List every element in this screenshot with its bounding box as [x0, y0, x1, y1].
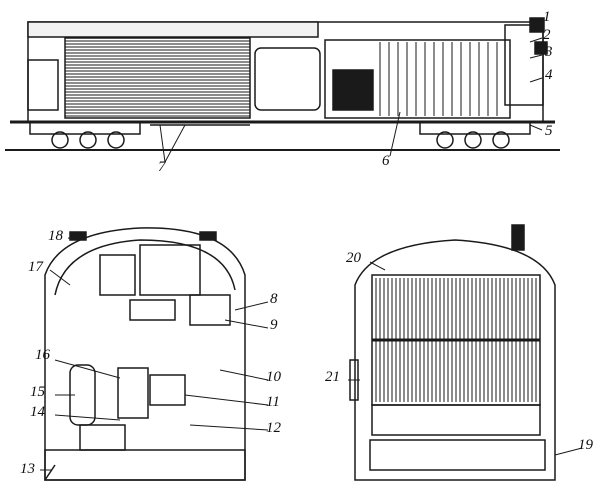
callout-20: 20	[346, 250, 361, 266]
cab-section-right	[349, 224, 556, 481]
callout-14: 14	[30, 404, 45, 420]
callout-2: 2	[543, 27, 551, 43]
callout-10: 10	[266, 369, 281, 385]
callout-21: 21	[325, 369, 340, 385]
callout-17: 17	[28, 259, 43, 275]
callout-19: 19	[578, 437, 593, 453]
side-view	[5, 17, 560, 151]
callout-6: 6	[382, 153, 390, 169]
callout-11: 11	[266, 394, 280, 410]
callout-1: 1	[543, 9, 551, 25]
callout-4: 4	[545, 67, 553, 83]
callout-12: 12	[266, 420, 281, 436]
callout-9: 9	[270, 317, 278, 333]
callout-3: 3	[545, 44, 553, 60]
callout-18: 18	[48, 228, 63, 244]
leader-lines	[40, 19, 583, 471]
callout-7: 7	[158, 159, 166, 175]
callout-16: 16	[35, 347, 50, 363]
callout-5: 5	[545, 123, 553, 139]
callout-15: 15	[30, 384, 45, 400]
callout-13: 13	[20, 461, 35, 477]
cab-section-left	[44, 227, 246, 481]
callout-8: 8	[270, 291, 278, 307]
